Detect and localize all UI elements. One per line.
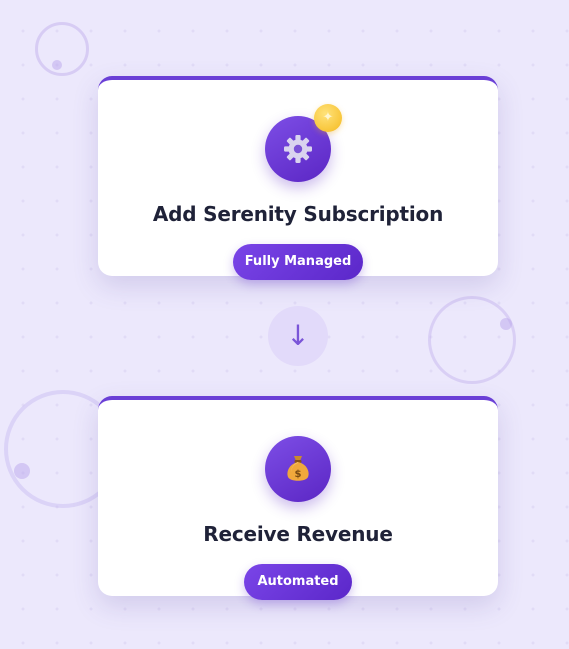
arrow-down-icon: ↓: [268, 306, 328, 366]
decorative-dot: [52, 60, 62, 70]
automated-badge[interactable]: Automated: [244, 564, 352, 600]
fully-managed-badge[interactable]: Fully Managed: [233, 244, 363, 280]
decorative-ring: [428, 296, 516, 384]
gear-icon: [284, 135, 312, 163]
step-card-revenue: $ Receive Revenue Automated: [98, 396, 498, 600]
decorative-dot: [500, 318, 512, 330]
step-icon-container: [265, 116, 331, 182]
step-title: Add Serenity Subscription: [152, 202, 444, 226]
step-icon-container: $: [265, 436, 331, 502]
money-bag-icon: $: [287, 456, 309, 481]
decorative-ring: [35, 22, 89, 76]
step-card-subscription: ✦ Add Serenity Subscription Fully Manage…: [98, 76, 498, 280]
decorative-dot: [14, 463, 30, 479]
sparkle-icon: ✦: [314, 104, 342, 132]
svg-text:$: $: [295, 469, 302, 480]
step-title: Receive Revenue: [203, 522, 393, 546]
